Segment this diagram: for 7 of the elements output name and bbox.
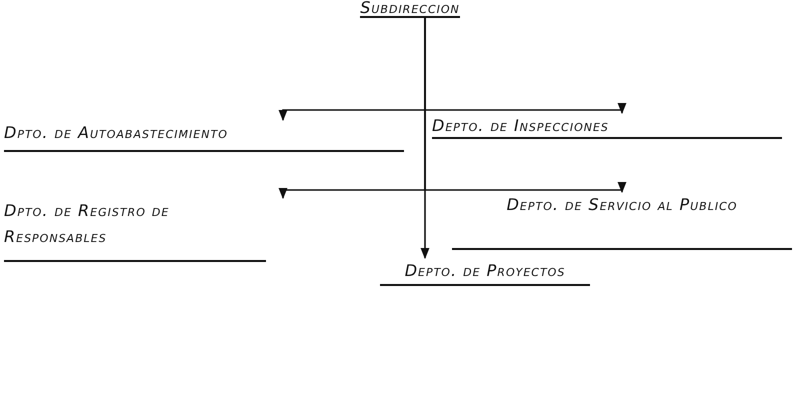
connector-arrow bbox=[420, 18, 430, 260]
org-unit-label: Subdireccion bbox=[360, 0, 460, 18]
org-unit-label: Depto. de Servicio al Publico bbox=[452, 192, 792, 250]
org-unit-label: Depto. de Inspecciones bbox=[432, 113, 782, 139]
org-unit-label: Depto. de Proyectos bbox=[380, 258, 590, 286]
org-unit-label: Dpto. de Registro de Responsables bbox=[4, 198, 266, 262]
org-unit-label: Dpto. de Autoabastecimiento bbox=[4, 120, 404, 152]
